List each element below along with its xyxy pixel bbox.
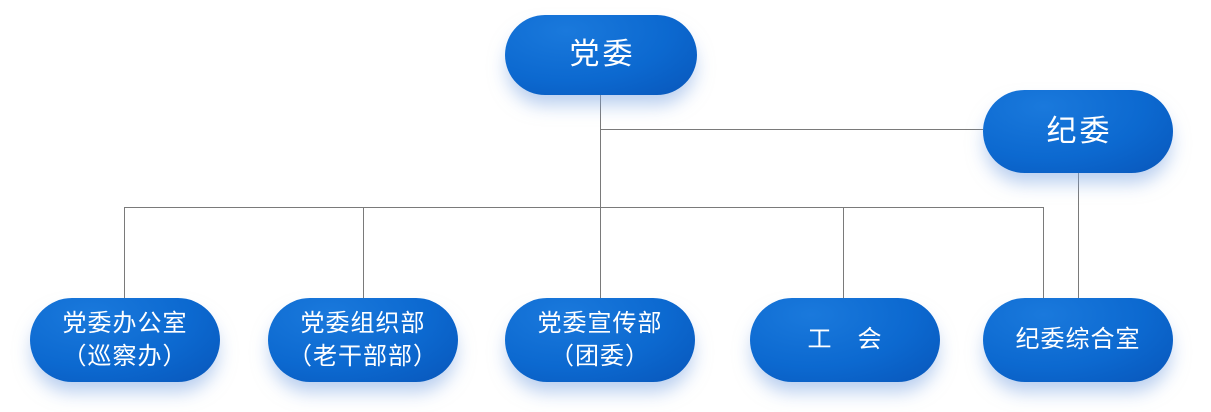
node-discipline-office: 纪委综合室 [983, 298, 1173, 382]
node-organization-dept: 党委组织部 （老干部部） [268, 298, 458, 382]
connector-drop-discipline-office [1043, 207, 1044, 298]
connector-party-to-discipline [600, 129, 983, 130]
node-publicity-dept: 党委宣传部 （团委） [505, 298, 695, 382]
connector-party-vertical [600, 95, 601, 298]
node-party-office: 党委办公室 （巡察办） [30, 298, 220, 382]
connector-drop-organization-dept [363, 207, 364, 298]
connector-discipline-to-office [1078, 173, 1079, 298]
connector-drop-party-office [124, 207, 125, 298]
connector-horizontal-rail [124, 207, 1043, 208]
connector-drop-labor-union [843, 207, 844, 298]
node-discipline-committee: 纪委 [983, 90, 1173, 173]
node-labor-union: 工 会 [750, 298, 940, 382]
node-party-committee: 党委 [505, 15, 697, 95]
